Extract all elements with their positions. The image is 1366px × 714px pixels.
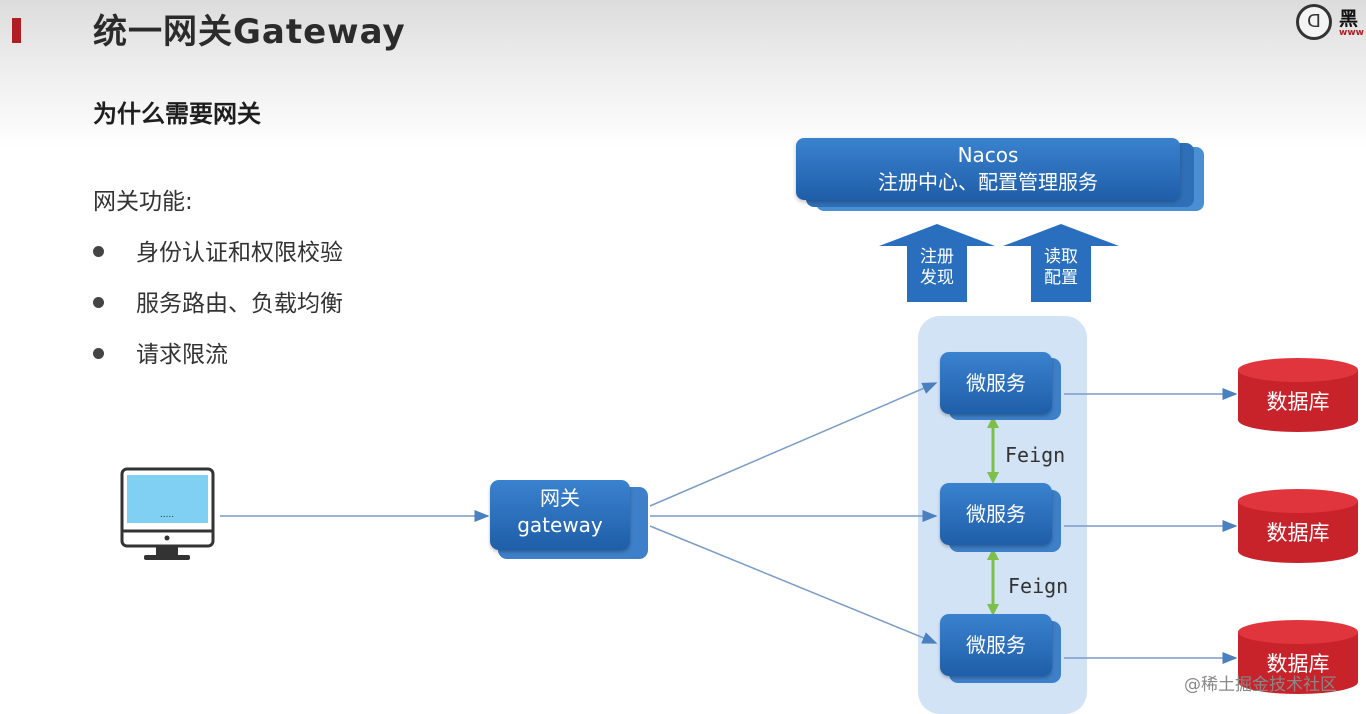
database-cylinder: 数据库 <box>1238 358 1358 432</box>
read-config-label: 读取 配置 <box>1031 247 1091 289</box>
feature-text: 身份认证和权限校验 <box>136 240 343 266</box>
microservice-box: 微服务 <box>940 614 1052 676</box>
header-band <box>0 0 1366 150</box>
feature-item: 身份认证和权限校验 <box>93 233 343 267</box>
database-cylinder: 数据库 <box>1238 489 1358 563</box>
arrow-label-line: 发现 <box>920 268 954 288</box>
gateway-box: 网关 gateway <box>490 480 630 550</box>
page-title: 统一网关Gateway <box>93 12 406 52</box>
watermark: @稀土掘金技术社区 <box>1184 675 1337 695</box>
feign-label: Feign <box>1008 574 1069 598</box>
runner-logo-icon: ᗡ <box>1296 4 1332 40</box>
feature-text: 服务路由、负载均衡 <box>136 291 343 317</box>
feature-item: 请求限流 <box>93 335 228 369</box>
database-label: 数据库 <box>1266 390 1330 414</box>
computer-monitor-icon: ..... <box>120 467 215 560</box>
feign-label: Feign <box>1005 443 1066 467</box>
svg-text:.....: ..... <box>160 510 174 520</box>
read-config-arrow <box>1003 224 1119 302</box>
features-heading: 网关功能: <box>93 189 193 215</box>
arrow-label-line: 读取 <box>1044 247 1078 267</box>
gateway-title: 网关 <box>540 486 580 510</box>
database-label: 数据库 <box>1266 521 1330 545</box>
accent-bar <box>12 18 21 43</box>
bullet-icon <box>93 297 104 308</box>
section-subtitle: 为什么需要网关 <box>93 100 261 128</box>
nacos-description: 注册中心、配置管理服务 <box>878 170 1098 194</box>
arrow-label-line: 配置 <box>1044 268 1078 288</box>
database-icon <box>1238 620 1358 694</box>
database-icon <box>1238 489 1358 563</box>
feature-item: 服务路由、负载均衡 <box>93 284 343 318</box>
logo-text: 黑 <box>1339 8 1359 30</box>
database-icon <box>1238 358 1358 432</box>
bullet-icon <box>93 348 104 359</box>
microservice-box: 微服务 <box>940 483 1052 545</box>
database-label: 数据库 <box>1266 652 1330 676</box>
gateway-subtitle: gateway <box>517 513 603 537</box>
database-cylinder: 数据库 <box>1238 620 1358 694</box>
nacos-box: Nacos 注册中心、配置管理服务 <box>796 138 1180 200</box>
feature-text: 请求限流 <box>136 342 228 368</box>
arrow-label-line: 注册 <box>920 247 954 267</box>
brand-logo: ᗡ 黑 www <box>1293 2 1366 46</box>
bullet-icon <box>93 246 104 257</box>
microservice-box: 微服务 <box>940 352 1052 414</box>
register-discover-label: 注册 发现 <box>907 247 967 289</box>
nacos-title: Nacos <box>957 143 1019 167</box>
logo-url: www <box>1339 28 1364 38</box>
register-discover-arrow <box>879 224 995 302</box>
